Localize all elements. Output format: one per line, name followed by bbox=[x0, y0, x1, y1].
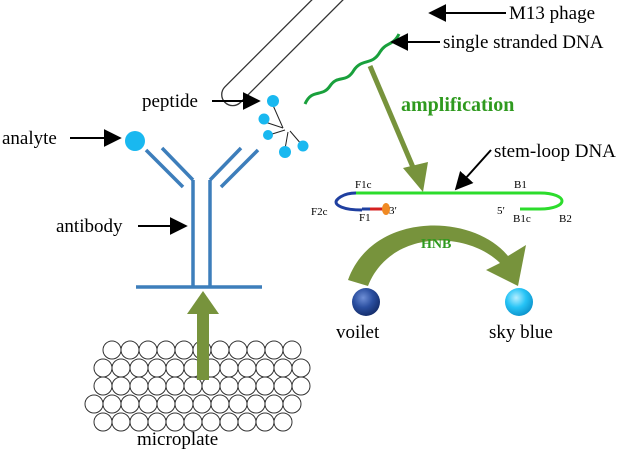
microplate-well bbox=[84, 394, 104, 414]
microplate-well bbox=[165, 376, 185, 396]
microplate-well bbox=[93, 358, 113, 378]
microplate-well bbox=[174, 394, 194, 414]
single-stranded-dna-label: single stranded DNA bbox=[443, 32, 604, 53]
three-prime-label: 3′ bbox=[389, 205, 397, 217]
microplate-well bbox=[237, 376, 257, 396]
pointer-arrows bbox=[70, 4, 506, 235]
amplification-arrow bbox=[367, 65, 428, 192]
m13-phage-label: M13 phage bbox=[509, 3, 595, 24]
microplate-well bbox=[246, 394, 266, 414]
microplate-well bbox=[111, 358, 131, 378]
microplate-well bbox=[129, 376, 149, 396]
microplate-well bbox=[264, 394, 284, 414]
microplate-well bbox=[93, 376, 113, 396]
microplate-well bbox=[255, 358, 275, 378]
microplate-well bbox=[93, 412, 113, 432]
stem-loop-dna bbox=[334, 191, 564, 215]
voilet-label: voilet bbox=[336, 322, 380, 343]
amplification-label: amplification bbox=[401, 94, 514, 116]
sky-blue-label: sky blue bbox=[489, 322, 553, 343]
microplate-well bbox=[219, 376, 239, 396]
peptide-tails bbox=[264, 102, 303, 150]
microplate-well bbox=[219, 358, 239, 378]
microplate-well bbox=[282, 340, 302, 360]
microplate-well bbox=[102, 394, 122, 414]
microplate-well bbox=[165, 358, 185, 378]
microplate-well bbox=[210, 394, 230, 414]
microplate-well bbox=[237, 358, 257, 378]
analyte-label: analyte bbox=[2, 128, 57, 149]
microplate-well bbox=[255, 376, 275, 396]
microplate-well bbox=[111, 376, 131, 396]
f1c-label: F1c bbox=[355, 179, 372, 191]
microplate-well bbox=[192, 394, 212, 414]
m13-phage-capsule bbox=[221, 0, 392, 107]
single-stranded-dna bbox=[303, 33, 401, 105]
microplate-well bbox=[111, 412, 131, 432]
b1-label: B1 bbox=[514, 179, 527, 191]
antibody-label: antibody bbox=[56, 216, 123, 237]
f2c-label: F2c bbox=[311, 206, 328, 218]
microplate-well bbox=[255, 412, 275, 432]
microplate-well bbox=[129, 358, 149, 378]
hnb-label: HNB bbox=[421, 237, 451, 252]
peptide-beads bbox=[258, 95, 309, 158]
microplate-well bbox=[210, 340, 230, 360]
stem-loop-pointer bbox=[454, 149, 492, 191]
microplate-well bbox=[219, 412, 239, 432]
peptide-label: peptide bbox=[142, 91, 198, 112]
microplate-well bbox=[120, 340, 140, 360]
microplate-well bbox=[174, 340, 194, 360]
f1-label: F1 bbox=[359, 212, 371, 224]
stem-loop-dna-label: stem-loop DNA bbox=[494, 141, 616, 162]
microplate-well bbox=[237, 412, 257, 432]
microplate-well bbox=[138, 394, 158, 414]
microplate-well bbox=[246, 340, 266, 360]
microplate-label: microplate bbox=[137, 429, 218, 450]
microplate-well bbox=[228, 394, 248, 414]
b1c-label: B1c bbox=[513, 213, 531, 225]
microplate-well bbox=[120, 394, 140, 414]
microplate-well bbox=[228, 340, 248, 360]
microplate-well bbox=[102, 340, 122, 360]
microplate-well bbox=[264, 340, 284, 360]
microplate-well bbox=[156, 394, 176, 414]
microplate-well bbox=[273, 358, 293, 378]
microplate-well bbox=[291, 376, 311, 396]
microplate-well bbox=[138, 340, 158, 360]
five-prime-label: 5′ bbox=[497, 205, 505, 217]
microplate-well bbox=[291, 358, 311, 378]
microplate-arrow bbox=[187, 291, 219, 380]
microplate-well bbox=[273, 412, 293, 432]
analyte-bead bbox=[125, 131, 145, 151]
microplate-wells bbox=[84, 340, 311, 432]
microplate-well bbox=[147, 358, 167, 378]
hnb-curved-arrow bbox=[348, 225, 526, 286]
b2-label: B2 bbox=[559, 213, 572, 225]
microplate-well bbox=[282, 394, 302, 414]
microplate-well bbox=[147, 376, 167, 396]
antibody-shape bbox=[136, 146, 262, 289]
sky-blue-bead bbox=[505, 288, 533, 316]
microplate-well bbox=[273, 376, 293, 396]
voilet-bead bbox=[352, 288, 380, 316]
microplate-well bbox=[156, 340, 176, 360]
